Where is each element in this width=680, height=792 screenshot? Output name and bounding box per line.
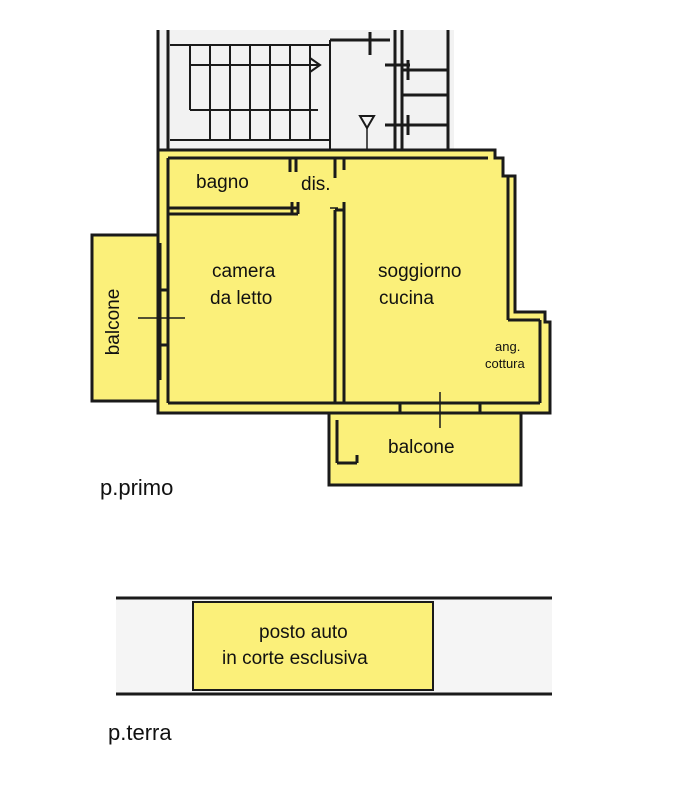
apartment: [90, 148, 552, 487]
level-marker-icon: [358, 115, 376, 130]
apartment-outline: [156, 148, 552, 415]
parking-space: [192, 601, 434, 691]
label-bagno: bagno: [196, 172, 249, 193]
stairwell-walls: [156, 30, 450, 152]
balcony-left: [90, 233, 160, 403]
label-camera-1: camera: [212, 261, 276, 282]
ground-floor: [116, 596, 552, 696]
label-ang-2: cottura: [485, 356, 525, 371]
stair-steps: [170, 40, 331, 150]
label-camera-2: da letto: [210, 288, 273, 309]
opening-markers: [138, 207, 441, 428]
stairwell: [156, 30, 454, 160]
label-balcone-bottom: balcone: [388, 437, 455, 458]
label-balcone-left: balcone: [103, 288, 124, 356]
label-ang-1: ang.: [495, 339, 521, 354]
label-parking-1: posto auto: [259, 622, 348, 643]
label-parking-2: in corte esclusiva: [222, 648, 368, 669]
interior-walls: [158, 156, 542, 465]
label-floor-ground: p.terra: [108, 720, 172, 745]
balcony-bottom: [327, 411, 523, 487]
label-soggiorno-2: cucina: [379, 288, 434, 309]
label-floor-first: p.primo: [100, 475, 174, 500]
stairwell-area: [158, 30, 454, 152]
label-dis: dis.: [301, 174, 331, 195]
label-soggiorno-1: soggiorno: [378, 261, 462, 282]
